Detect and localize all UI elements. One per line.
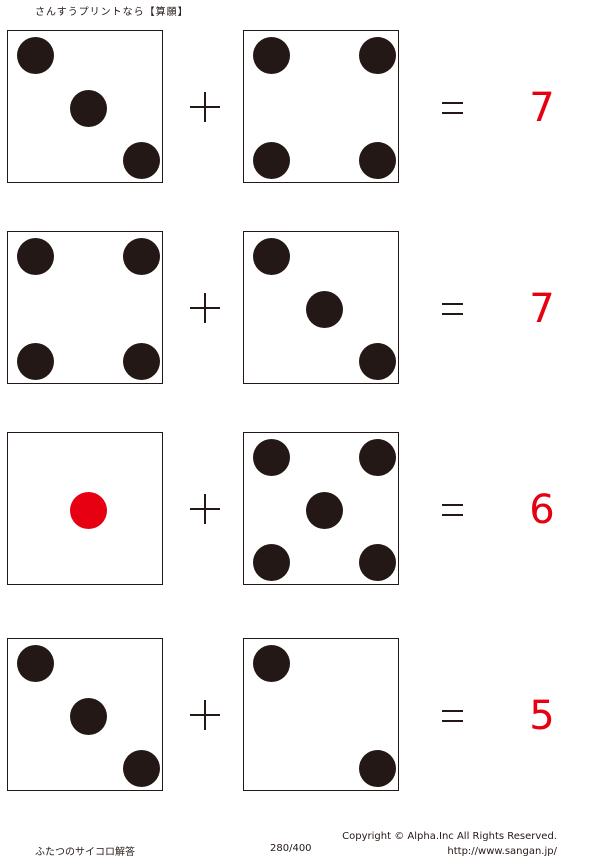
- die-right: [243, 30, 399, 183]
- die-pip: [16, 644, 54, 682]
- plus-sign: [190, 92, 220, 122]
- die-pip: [358, 438, 396, 476]
- die-pip: [252, 438, 290, 476]
- equals-sign: [442, 710, 463, 722]
- die-left: [7, 432, 163, 585]
- die-pip: [16, 342, 54, 380]
- die-right: [243, 432, 399, 585]
- footer-page-number: 280/400: [270, 843, 312, 854]
- die-pip: [16, 36, 54, 74]
- die-right: [243, 638, 399, 791]
- answer-number: 7: [529, 85, 555, 131]
- die-pip: [16, 237, 54, 275]
- site-url: http://www.sangan.jp/: [447, 846, 557, 857]
- die-pip: [305, 491, 343, 529]
- page-header: さんすうプリントなら【算願】: [35, 7, 189, 18]
- die-pip: [252, 36, 290, 74]
- equals-sign: [442, 102, 463, 114]
- die-left: [7, 638, 163, 791]
- die-pip: [122, 342, 160, 380]
- die-pip: [358, 749, 396, 787]
- die-pip: [252, 543, 290, 581]
- die-pip: [358, 342, 396, 380]
- footer-title: ふたつのサイコロ解答: [35, 847, 135, 858]
- answer-number: 6: [529, 487, 555, 533]
- answer-number: 5: [529, 693, 555, 739]
- die-pip: [122, 237, 160, 275]
- die-pip: [252, 237, 290, 275]
- die-pip: [252, 141, 290, 179]
- plus-sign: [190, 293, 220, 323]
- die-pip: [69, 89, 107, 127]
- die-pip: [69, 697, 107, 735]
- die-pip: [252, 644, 290, 682]
- die-left: [7, 231, 163, 384]
- answer-number: 7: [529, 286, 555, 332]
- die-pip: [305, 290, 343, 328]
- die-pip: [122, 141, 160, 179]
- die-pip: [358, 36, 396, 74]
- die-pip: [69, 491, 107, 529]
- plus-sign: [190, 494, 220, 524]
- die-pip: [358, 543, 396, 581]
- equals-sign: [442, 303, 463, 315]
- plus-sign: [190, 700, 220, 730]
- die-right: [243, 231, 399, 384]
- die-left: [7, 30, 163, 183]
- die-pip: [358, 141, 396, 179]
- die-pip: [122, 749, 160, 787]
- footer-credits: Copyright © Alpha.Inc All Rights Reserve…: [342, 829, 557, 859]
- copyright-text: Copyright © Alpha.Inc All Rights Reserve…: [342, 831, 557, 842]
- equals-sign: [442, 504, 463, 516]
